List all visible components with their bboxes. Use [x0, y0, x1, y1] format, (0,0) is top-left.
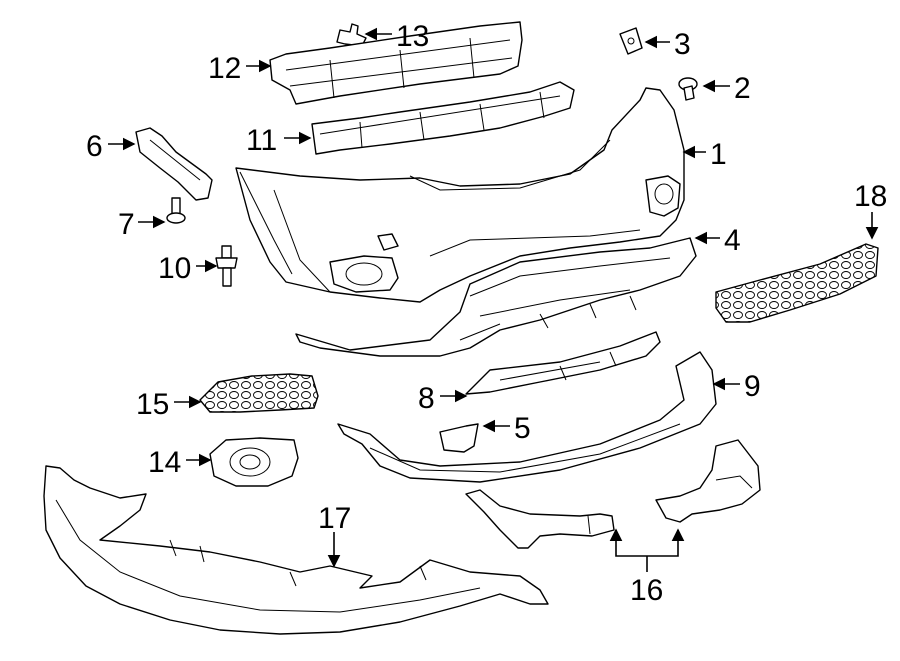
callout-6: 6	[86, 130, 103, 163]
callout-11: 11	[246, 124, 277, 157]
part-8-skid	[465, 331, 661, 395]
part-10-bolt	[215, 245, 238, 287]
leader-lines	[108, 27, 879, 572]
callout-3: 3	[674, 28, 691, 61]
part-15-fog-grille	[199, 373, 319, 413]
part-2-pin	[678, 77, 698, 101]
part-4-valance	[295, 237, 697, 357]
part-6-bracket	[135, 127, 213, 201]
part-11-absorber	[311, 81, 575, 155]
callout-10: 10	[158, 252, 191, 285]
part-14-fog-bezel	[209, 437, 299, 487]
callout-17: 17	[318, 502, 351, 535]
part-3-nut	[619, 27, 643, 55]
callout-1: 1	[710, 138, 727, 171]
callout-labels: 1 2 3 4 5 6 7 8 9 10 11 12 13 14 15 16 1…	[86, 20, 887, 607]
leader-16-bracket	[615, 530, 679, 557]
callout-14: 14	[148, 446, 181, 479]
callout-16: 16	[630, 574, 663, 607]
part-16-brackets	[465, 439, 761, 549]
part-12-reinforcement	[269, 21, 523, 105]
callout-2: 2	[734, 72, 751, 105]
callout-5: 5	[514, 412, 531, 445]
part-9-trim	[337, 351, 717, 483]
callout-9: 9	[744, 370, 761, 403]
callout-18: 18	[854, 180, 887, 213]
part-1-bumper-cover	[235, 87, 685, 303]
callout-12: 12	[208, 52, 241, 85]
callout-4: 4	[724, 224, 741, 257]
callout-7: 7	[118, 208, 135, 241]
part-7-bolt	[166, 197, 186, 224]
part-5-clip	[439, 423, 479, 453]
callout-8: 8	[418, 382, 435, 415]
part-17-splash-shield	[43, 465, 549, 635]
callout-13: 13	[396, 20, 429, 53]
callout-15: 15	[136, 388, 169, 421]
part-18-grille	[715, 243, 879, 323]
